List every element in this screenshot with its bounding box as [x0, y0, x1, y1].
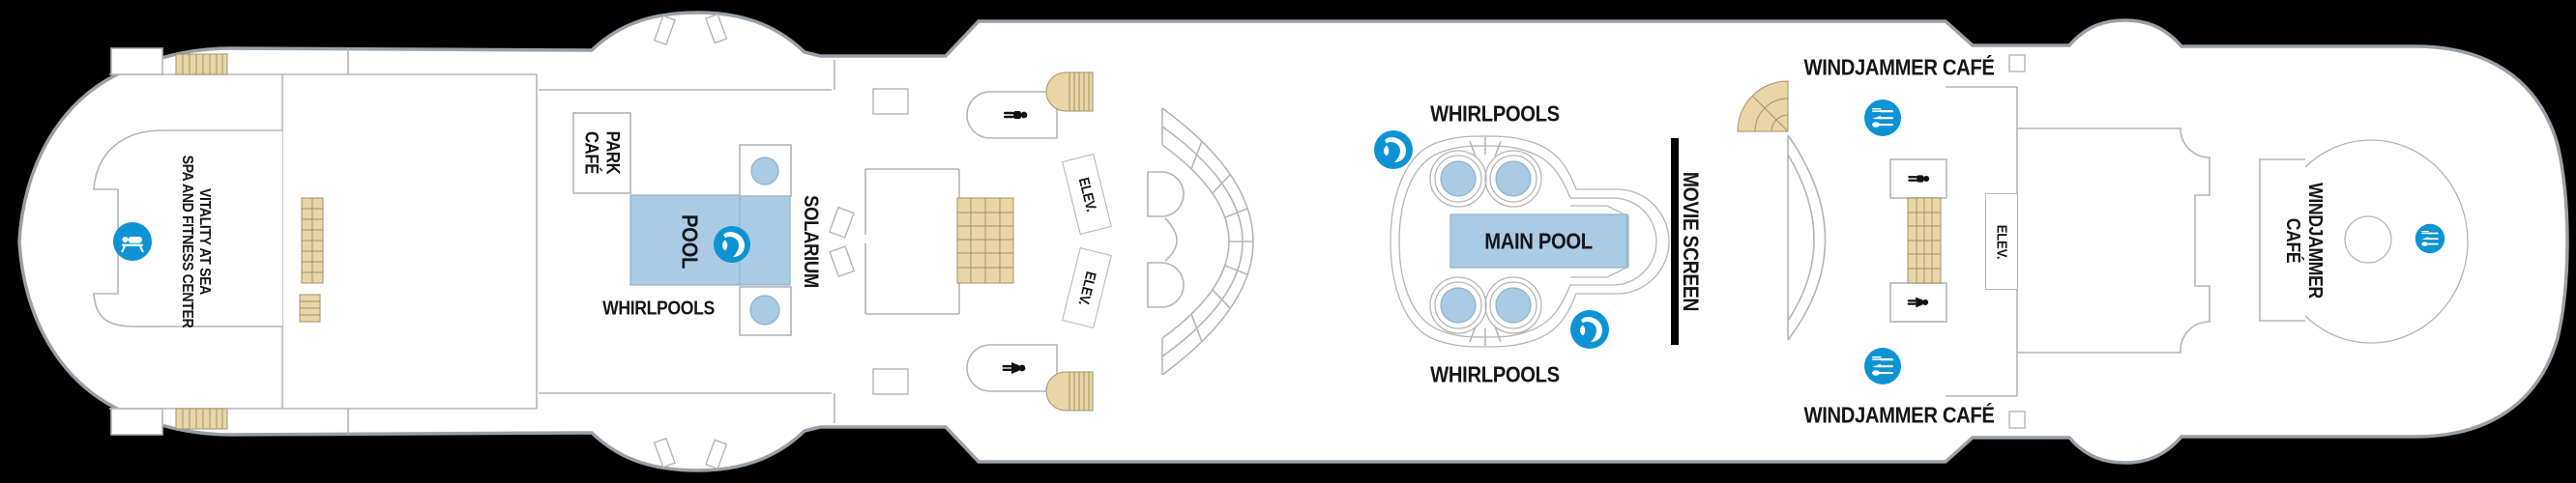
deck-hatch-bottom [2008, 411, 2026, 429]
movie-screen-label: MOVIE SCREEN [1679, 171, 1703, 312]
bow-stair-top [175, 53, 228, 75]
deck-locker-bottom [872, 368, 909, 395]
windjammer-dining-room [2016, 128, 2210, 354]
ship-hull-outline [17, 11, 2569, 472]
mens-restroom-icon [1004, 111, 1028, 119]
stern-inner-circle [2344, 215, 2392, 264]
whirlpool-icon [714, 226, 750, 263]
spa-stair-large [301, 197, 324, 284]
windjammer-stair [1907, 197, 1942, 284]
dining-icon [1864, 99, 1901, 136]
whirlpool-icon [1570, 310, 1609, 349]
lounge-chair [829, 245, 856, 278]
solarium-label: SOLARIUM [800, 195, 822, 288]
mens-restroom-fwd [966, 91, 1058, 139]
solarium-pool [629, 194, 791, 286]
bow-stair-bottom [175, 408, 228, 430]
solarium-whirlpool-bottom [739, 286, 792, 336]
windbreak-panel [705, 439, 728, 470]
spa-massage-icon [113, 222, 152, 261]
deck-whirlpool [1484, 150, 1542, 208]
spa-section-walls [93, 47, 538, 436]
deck-locker-top [872, 88, 909, 115]
park-cafe-label: PARK CAFÉ [581, 130, 623, 175]
deck-whirlpool [1429, 150, 1487, 208]
deck-whirlpool [1484, 276, 1542, 334]
solarium-walls [539, 13, 960, 470]
windjammer-stern-label: WINDJAMMER CAFÉ [2282, 183, 2326, 298]
mens-restroom-icon [1908, 175, 1930, 183]
curved-ramp [1787, 134, 1827, 341]
windjammer-bottom-label: WINDJAMMER CAFÉ [1803, 402, 1995, 428]
windbreak-panel [653, 14, 676, 46]
solarium-whirlpool-top [739, 144, 792, 197]
elevator-label: ELEV. [1074, 175, 1099, 213]
park-cafe-room [572, 112, 631, 194]
midship-stair-block [956, 197, 1014, 284]
elevator-label: ELEV. [1993, 224, 2010, 259]
fwd-stair-bottom [1045, 371, 1094, 412]
main-pool-deck [1390, 135, 1670, 348]
pool-label: POOL [677, 214, 703, 269]
lounge-chair [828, 206, 855, 239]
womens-restroom-icon [1907, 297, 1929, 308]
deck-whirlpool [1429, 276, 1487, 334]
stage-alcove-bottom [1147, 262, 1185, 308]
bow-room-top [110, 47, 163, 75]
windjammer-top-label: WINDJAMMER CAFÉ [1803, 54, 1995, 80]
windbreak-panel [653, 437, 676, 469]
fwd-stair-top [1045, 71, 1094, 112]
windjammer-walls [1946, 54, 2210, 429]
main-pool-water [1449, 213, 1628, 269]
dining-icon [1864, 348, 1901, 384]
movie-screen-bar [1671, 138, 1679, 345]
main-pool-label: MAIN POOL [1484, 228, 1593, 254]
elevator-label: ELEV. [1074, 269, 1099, 307]
stern-structures [2259, 139, 2469, 344]
windbreak-panel [705, 13, 728, 44]
deck-hatch-top [2008, 54, 2026, 72]
womens-restroom-icon [1002, 362, 1026, 374]
dining-icon [2415, 223, 2445, 254]
elevator-aft: ELEV. [1985, 193, 2018, 290]
stage-alcove-top [1147, 171, 1185, 217]
whirlpools-top-label: WHIRLPOOLS [1430, 100, 1560, 127]
whirlpools-solarium-label: WHIRLPOOLS [602, 298, 715, 320]
fan-stair [1737, 80, 1789, 132]
curved-walkway-arc [1147, 107, 1254, 376]
bow-room-bottom [110, 408, 163, 436]
whirlpools-bottom-label: WHIRLPOOLS [1430, 361, 1560, 387]
whirlpool-icon [1374, 130, 1413, 169]
spa-stair-small [299, 294, 321, 323]
spa-label: VITALITY AT SEA SPA AND FITNESS CENTER [179, 155, 214, 328]
